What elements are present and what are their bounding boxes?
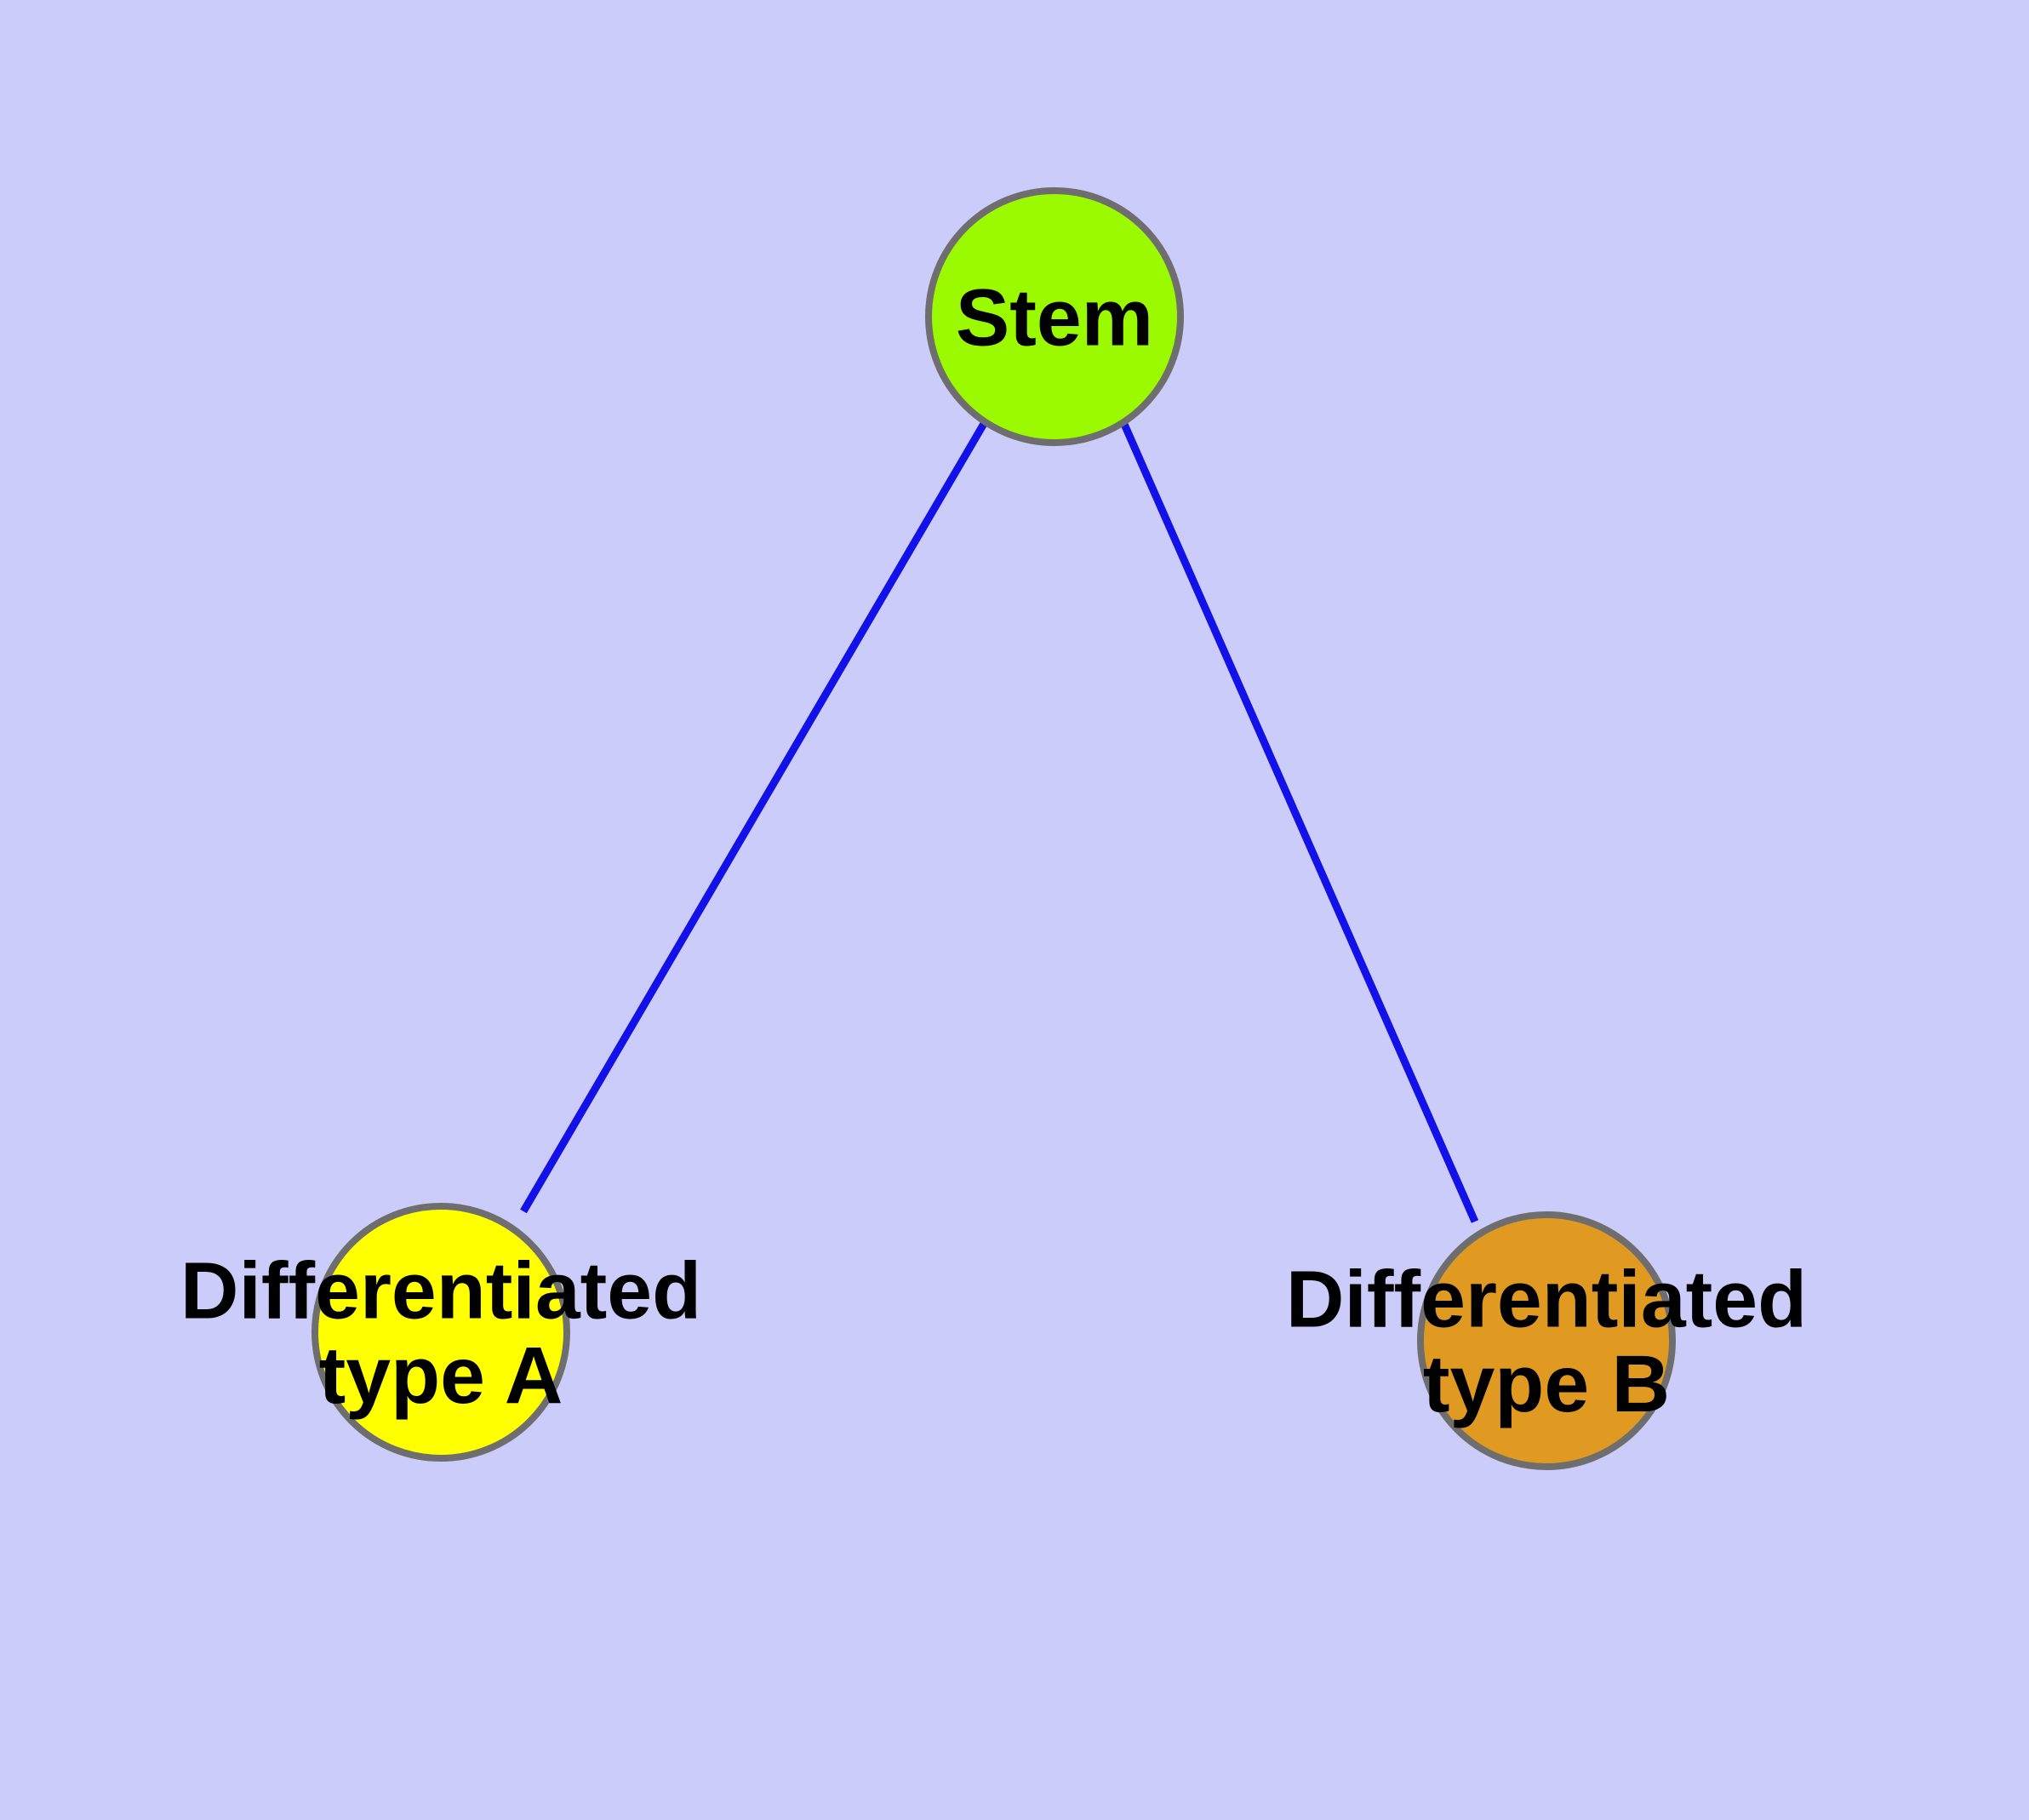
graph-edge-stem-to-diff-a[interactable] bbox=[520, 420, 988, 1214]
graph-node-label-line: type A bbox=[319, 1331, 563, 1421]
graph-node-label-line: type B bbox=[1423, 1339, 1670, 1429]
graph-edge-stem-to-diff-b[interactable] bbox=[1119, 421, 1479, 1223]
graph-node-label-line: Stem bbox=[956, 272, 1153, 363]
edges-group bbox=[520, 420, 1479, 1223]
graph-node-diff-b[interactable] bbox=[1417, 1211, 1676, 1470]
nodes-group bbox=[311, 187, 1676, 1470]
graph-node-label-line: Differentiated bbox=[180, 1245, 701, 1336]
graph-node-diff-a[interactable] bbox=[311, 1203, 570, 1462]
graph-node-label-stem: Stem bbox=[956, 272, 1153, 363]
graph-node-stem[interactable] bbox=[925, 187, 1184, 446]
graph-node-label-line: Differentiated bbox=[1286, 1254, 1807, 1344]
